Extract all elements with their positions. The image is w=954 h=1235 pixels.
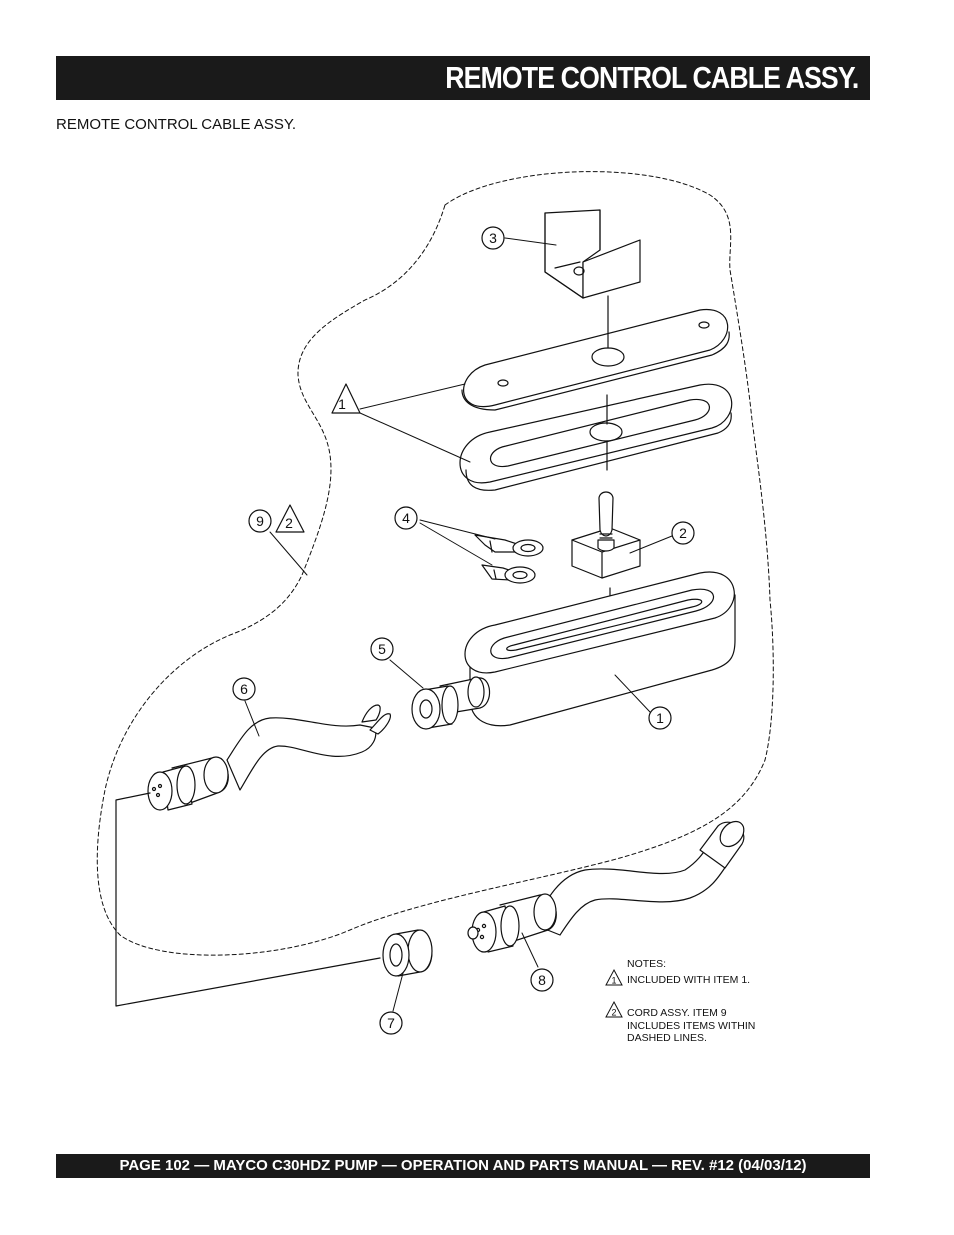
page-footer-bar: PAGE 102 — MAYCO C30HDZ PUMP — OPERATION… bbox=[56, 1154, 870, 1178]
strain-relief-bushing-part bbox=[411, 676, 491, 730]
coupling-sleeve-part bbox=[382, 929, 433, 977]
ring-terminal-lower bbox=[481, 564, 536, 584]
callout-item-4-label: 4 bbox=[402, 510, 410, 526]
callout-item-5: 5 bbox=[370, 637, 394, 661]
note-2-marker: 2 bbox=[611, 1008, 616, 1018]
callout-item-1-note-triangle: 1 bbox=[331, 383, 361, 414]
page-title: REMOTE CONTROL CABLE ASSY. bbox=[444, 60, 859, 95]
callout-item-7-label: 7 bbox=[387, 1015, 395, 1031]
note-2-line-3: DASHED LINES. bbox=[627, 1032, 707, 1044]
cord-assy-dashed-boundary bbox=[96, 171, 774, 956]
ring-terminal-upper bbox=[474, 534, 544, 557]
callout-item-4: 4 bbox=[394, 506, 418, 530]
callout-item-9: 9 2 bbox=[248, 504, 305, 533]
callout-item-2-label: 2 bbox=[679, 525, 687, 541]
toggle-switch-part bbox=[571, 491, 641, 579]
note-1-triangle-icon: 1 bbox=[605, 968, 623, 986]
callout-note-2-label: 2 bbox=[285, 515, 293, 531]
callout-item-5-label: 5 bbox=[378, 641, 386, 657]
callout-item-1: 1 bbox=[648, 706, 672, 730]
notes-title: NOTES: bbox=[627, 958, 667, 970]
note-2-line-1: CORD ASSY. ITEM 9 bbox=[627, 1007, 727, 1019]
note-2-line-2: INCLUDES ITEMS WITHIN bbox=[627, 1019, 756, 1032]
callout-item-6-label: 6 bbox=[240, 681, 248, 697]
cord-with-connector-part bbox=[467, 820, 745, 953]
callout-item-7: 7 bbox=[379, 1011, 403, 1035]
callout-item-2: 2 bbox=[671, 521, 695, 545]
u-bracket-part bbox=[544, 209, 641, 299]
page-title-bar: REMOTE CONTROL CABLE ASSY. bbox=[56, 56, 870, 100]
callout-item-3: 3 bbox=[481, 226, 505, 250]
cord-with-plug-part bbox=[147, 704, 391, 811]
section-subtitle: REMOTE CONTROL CABLE ASSY. bbox=[56, 116, 297, 133]
callout-item-9-label: 9 bbox=[256, 513, 264, 529]
connection-guide-line bbox=[115, 792, 381, 1007]
callout-item-8: 8 bbox=[530, 968, 554, 992]
note-2-triangle-icon: 2 bbox=[605, 1000, 623, 1018]
callout-item-1-label: 1 bbox=[656, 710, 664, 726]
callout-item-3-label: 3 bbox=[489, 230, 497, 246]
callout-item-6: 6 bbox=[232, 677, 256, 701]
callout-item-8-label: 8 bbox=[538, 972, 546, 988]
callout-item-1-note-label: 1 bbox=[338, 396, 346, 412]
switch-housing-part bbox=[464, 571, 736, 727]
page-footer-text: PAGE 102 — MAYCO C30HDZ PUMP — OPERATION… bbox=[119, 1157, 807, 1174]
note-1-marker: 1 bbox=[611, 976, 616, 986]
leader-lines bbox=[244, 237, 673, 1012]
top-plate-part bbox=[461, 309, 730, 411]
note-1-text: INCLUDED WITH ITEM 1. bbox=[627, 974, 751, 986]
